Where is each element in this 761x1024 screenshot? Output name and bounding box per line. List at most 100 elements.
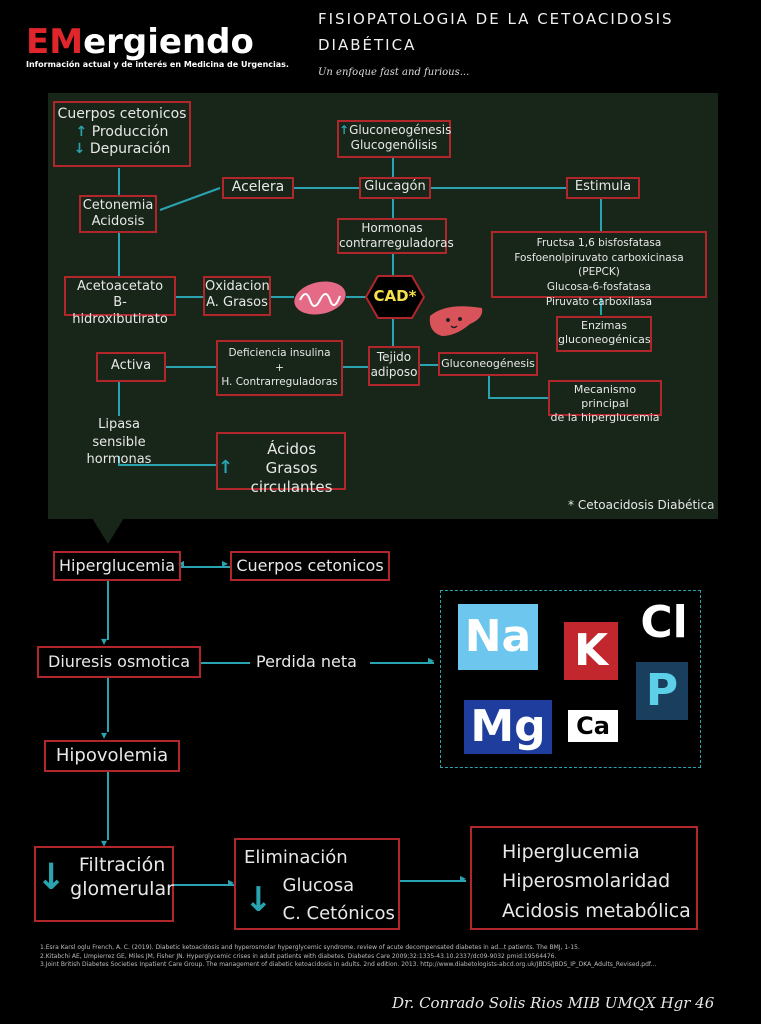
net-loss-label: Perdida neta bbox=[256, 652, 357, 671]
clearance-label: Depuración bbox=[89, 141, 171, 157]
fatty-acids-label: A. Grasos bbox=[206, 295, 268, 311]
enzyme-item: Piruvato carboxilasa bbox=[545, 295, 653, 308]
filtration-row: ↓ Filtración glomerular bbox=[36, 854, 174, 902]
arrow-up-icon: ↑ bbox=[75, 123, 88, 140]
logo: EMergiendo bbox=[26, 22, 254, 62]
connector bbox=[488, 397, 548, 399]
arrow-right-icon: ▸ bbox=[460, 871, 467, 885]
elimination-box: Eliminación ↓ Glucosa C. Cetónicos bbox=[234, 838, 400, 930]
filtration-line2: glomerular bbox=[70, 877, 174, 900]
clearance-row: ↓ Depuración bbox=[55, 141, 189, 159]
page-subtitle: Un enfoque fast and furious... bbox=[318, 67, 470, 78]
references: 1.Esra Karsl oglu French, A. C. (2019). … bbox=[40, 944, 740, 970]
glucagon-box: Glucagón bbox=[359, 177, 431, 199]
hormone-sensitive-lipase: Lipasa sensible hormonas bbox=[58, 416, 180, 469]
arrow-right-icon: ▸ bbox=[428, 653, 435, 667]
connector bbox=[600, 297, 602, 315]
arrow-down-icon: ↓ bbox=[73, 141, 86, 157]
connector bbox=[392, 156, 394, 178]
connector bbox=[270, 296, 294, 298]
electrolytes-panel bbox=[440, 590, 701, 768]
connector bbox=[346, 296, 370, 298]
hormones-label: Hormonas bbox=[361, 221, 423, 235]
filtration-line1: Filtración bbox=[78, 854, 166, 876]
arrow-up-icon: ↑ bbox=[218, 456, 234, 478]
ketone-label: C. Cetónicos bbox=[282, 902, 395, 924]
glomerular-filtration-box: ↓ Filtración glomerular bbox=[34, 846, 174, 922]
adipose-label: adiposo bbox=[370, 365, 418, 379]
production-row: ↑ Producción bbox=[55, 124, 189, 142]
connector bbox=[430, 187, 566, 189]
arrow-right-icon: ▸ bbox=[228, 875, 235, 889]
connector bbox=[200, 662, 250, 664]
arrow-down-icon: ↓ bbox=[36, 856, 67, 898]
connector bbox=[107, 772, 109, 840]
fatty-acids-line2: circulantes bbox=[250, 477, 333, 496]
panel-callout-pointer bbox=[92, 518, 124, 544]
result-metabolic-acidosis: Acidosis metabólica bbox=[502, 899, 691, 922]
results-box: Hiperglucemia Hiperosmolaridad Acidosis … bbox=[470, 826, 698, 930]
accelerates-box: Acelera bbox=[222, 177, 294, 199]
logo-em: EM bbox=[26, 22, 84, 62]
connector bbox=[600, 197, 602, 231]
mechanism-line2: de la hiperglucemia bbox=[550, 410, 660, 424]
arrow-up-icon: ↑ bbox=[339, 123, 350, 137]
reference-item: 3.Joint British Diabetes Societies Inpat… bbox=[40, 961, 657, 969]
lipase-line2: sensible hormonas bbox=[86, 434, 152, 468]
magnesium-tile: Mg bbox=[464, 700, 552, 754]
enzyme-item: Glucosa-6-fosfatasa bbox=[546, 281, 652, 294]
connector bbox=[118, 168, 120, 196]
connector bbox=[107, 580, 109, 640]
connector bbox=[392, 198, 394, 218]
elimination-label: Eliminación bbox=[244, 847, 348, 868]
potassium-tile: K bbox=[564, 622, 618, 680]
glycogenolysis-label: Glucogenólisis bbox=[350, 138, 438, 152]
fatty-acid-oxidation-box: Oxidacion A. Grasos bbox=[203, 276, 271, 316]
connector bbox=[107, 676, 109, 732]
gluconeogenic-enzymes-box: Enzimas gluconeogénicas bbox=[556, 316, 652, 352]
connector bbox=[118, 456, 120, 466]
acetoacetate-box: Acetoacetato B-hidroxibutirato bbox=[64, 276, 176, 327]
counterregulatory-hormones-box: Hormonas contrarreguladoras bbox=[337, 218, 454, 254]
page-title-line2: DIABÉTICA bbox=[318, 36, 417, 54]
connector bbox=[342, 366, 370, 368]
cad-label: CAD* bbox=[373, 287, 417, 305]
connector bbox=[159, 187, 221, 211]
phosphorus-tile: P bbox=[636, 662, 688, 720]
ketone-bodies-flow-box: Cuerpos cetonicos bbox=[230, 551, 390, 581]
reference-item: 2.Kitabchi AE, Umpierrez GE, Miles JM, F… bbox=[40, 952, 557, 960]
enzymes-list-box: Fructsa 1,6 bisfosfatasa Fosfoenolpiruva… bbox=[491, 231, 707, 308]
oxidation-label: Oxidacion bbox=[205, 279, 270, 294]
connector bbox=[398, 880, 466, 882]
result-hyperglycemia: Hiperglucemia bbox=[502, 841, 640, 863]
tissue-label: Tejido bbox=[376, 350, 412, 364]
glucose-label: Glucosa bbox=[282, 874, 355, 896]
counterregulatory-hormones-label: H. Contrarreguladoras bbox=[221, 376, 338, 389]
production-label: Producción bbox=[91, 123, 169, 140]
fatty-acids-row: ↑ Ácidos Grasos circulantes bbox=[218, 440, 344, 496]
sodium-tile: Na bbox=[458, 604, 538, 670]
connector bbox=[174, 296, 204, 298]
insulin-deficiency-box: Deficiencia insulina + H. Contrarregulad… bbox=[216, 340, 343, 396]
elimination-items: ↓ Glucosa C. Cetónicos bbox=[244, 872, 398, 928]
counterregulatory-label: contrarreguladoras bbox=[339, 236, 454, 250]
gluconeogenesis-label: Gluconeogénesis bbox=[349, 123, 452, 137]
connector bbox=[166, 366, 218, 368]
arrow-left-icon: ◂ bbox=[178, 556, 185, 570]
connector bbox=[118, 464, 218, 466]
connector bbox=[392, 318, 394, 348]
connector bbox=[118, 232, 120, 276]
mechanism-line1: Mecanismo principal bbox=[573, 383, 637, 410]
connector bbox=[418, 364, 440, 366]
connector bbox=[294, 187, 360, 189]
lipase-line1: Lipasa bbox=[98, 417, 140, 432]
chloride-tile: Cl bbox=[640, 597, 688, 648]
connector bbox=[118, 382, 120, 416]
connector bbox=[370, 662, 434, 664]
gluconeogenic-label: gluconeogénicas bbox=[558, 332, 651, 346]
main-mechanism-box: Mecanismo principal de la hiperglucemia bbox=[548, 380, 662, 424]
gluconeogenesis-row: ↑Gluconeogénesis bbox=[339, 123, 452, 138]
plus-label: + bbox=[275, 361, 284, 374]
gluconeogenesis-top-box: ↑Gluconeogénesis Glucogenólisis bbox=[337, 120, 451, 158]
footnote: * Cetoacidosis Diabética bbox=[568, 498, 715, 512]
